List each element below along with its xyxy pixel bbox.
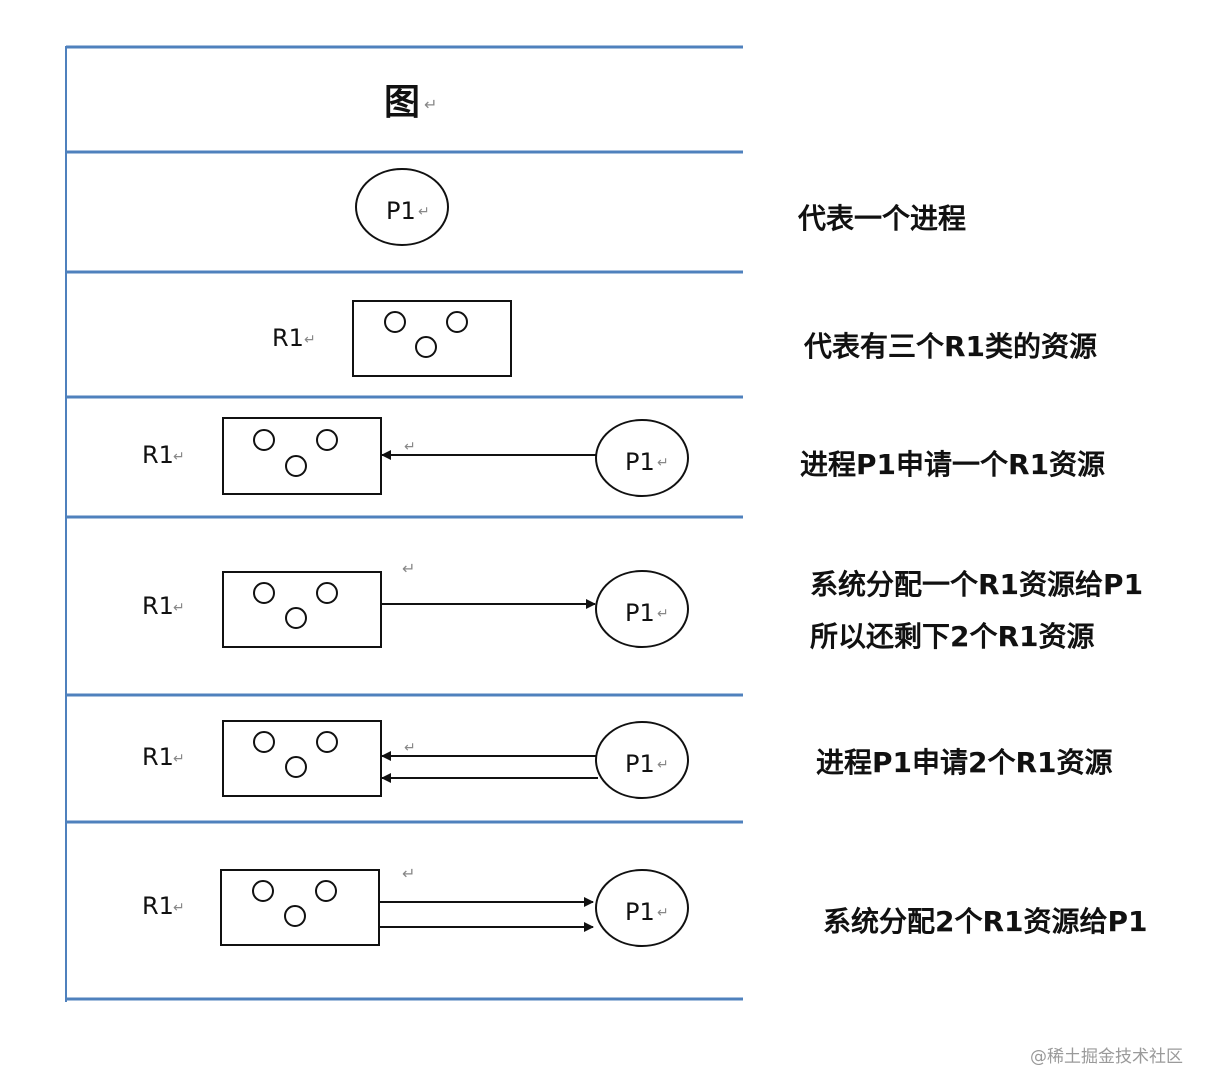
description-request-two: 进程P1申请2个R1资源 [816, 746, 1113, 779]
process-symbol: P1 ↵ [355, 168, 449, 246]
assign-two-diagram: ↵ R1 ↵ P1 ↵ [142, 864, 689, 947]
description-assign-two: 系统分配2个R1资源给P1 [823, 905, 1148, 938]
watermark: @稀土掘金技术社区 [1030, 1047, 1183, 1067]
resource-instance [315, 880, 337, 902]
description-resource: 代表有三个R1类的资源 [804, 330, 1098, 363]
resource-instance [384, 311, 406, 333]
resource-label: R1 [142, 592, 174, 620]
return-mark-icon: ↵ [418, 204, 430, 220]
process-label: P1 [625, 448, 655, 476]
request-one-diagram: R1 ↵ ↵ P1 ↵ [142, 417, 689, 497]
assign-one-diagram: ↵ R1 ↵ P1 ↵ [142, 559, 689, 648]
return-mark-icon: ↵ [657, 606, 669, 622]
resource-instance [316, 731, 338, 753]
process-label: P1 [386, 197, 416, 225]
description-process: 代表一个进程 [798, 202, 967, 235]
resource-instance [252, 880, 274, 902]
resource-instance [285, 607, 307, 629]
resource-instance [316, 582, 338, 604]
resource-instance [284, 905, 306, 927]
resource-label: R1 [272, 324, 304, 352]
return-mark-icon: ↵ [173, 751, 185, 767]
resource-label: R1 [142, 892, 174, 920]
resource-instance [446, 311, 468, 333]
return-mark-icon: ↵ [402, 864, 415, 883]
return-mark-icon: ↵ [657, 757, 669, 773]
description-assign-one: 系统分配一个R1资源给P1 [810, 568, 1144, 601]
header-title: 图 [384, 82, 420, 123]
process-label: P1 [625, 599, 655, 627]
return-mark-icon: ↵ [424, 95, 437, 114]
resource-instance [316, 429, 338, 451]
return-mark-icon: ↵ [304, 332, 316, 348]
resource-instance [415, 336, 437, 358]
process-label: P1 [625, 898, 655, 926]
return-mark-icon: ↵ [404, 740, 416, 756]
return-mark-icon: ↵ [173, 600, 185, 616]
resource-label: R1 [142, 743, 174, 771]
table-rules [65, 45, 743, 1002]
return-mark-icon: ↵ [173, 449, 185, 465]
resource-instance [285, 455, 307, 477]
resource-symbol: R1 ↵ [272, 300, 512, 377]
request-two-diagram: R1 ↵ ↵ P1 ↵ [142, 720, 689, 799]
resource-instance [253, 731, 275, 753]
return-mark-icon: ↵ [657, 905, 669, 921]
return-mark-icon: ↵ [657, 455, 669, 471]
description-request-one: 进程P1申请一个R1资源 [800, 448, 1106, 481]
return-mark-icon: ↵ [404, 439, 416, 455]
resource-instance [253, 582, 275, 604]
return-mark-icon: ↵ [173, 900, 185, 916]
resource-label: R1 [142, 441, 174, 469]
resource-instance [253, 429, 275, 451]
process-label: P1 [625, 750, 655, 778]
description-assign-one-remaining: 所以还剩下2个R1资源 [810, 620, 1095, 653]
resource-instance [285, 756, 307, 778]
return-mark-icon: ↵ [402, 559, 415, 578]
